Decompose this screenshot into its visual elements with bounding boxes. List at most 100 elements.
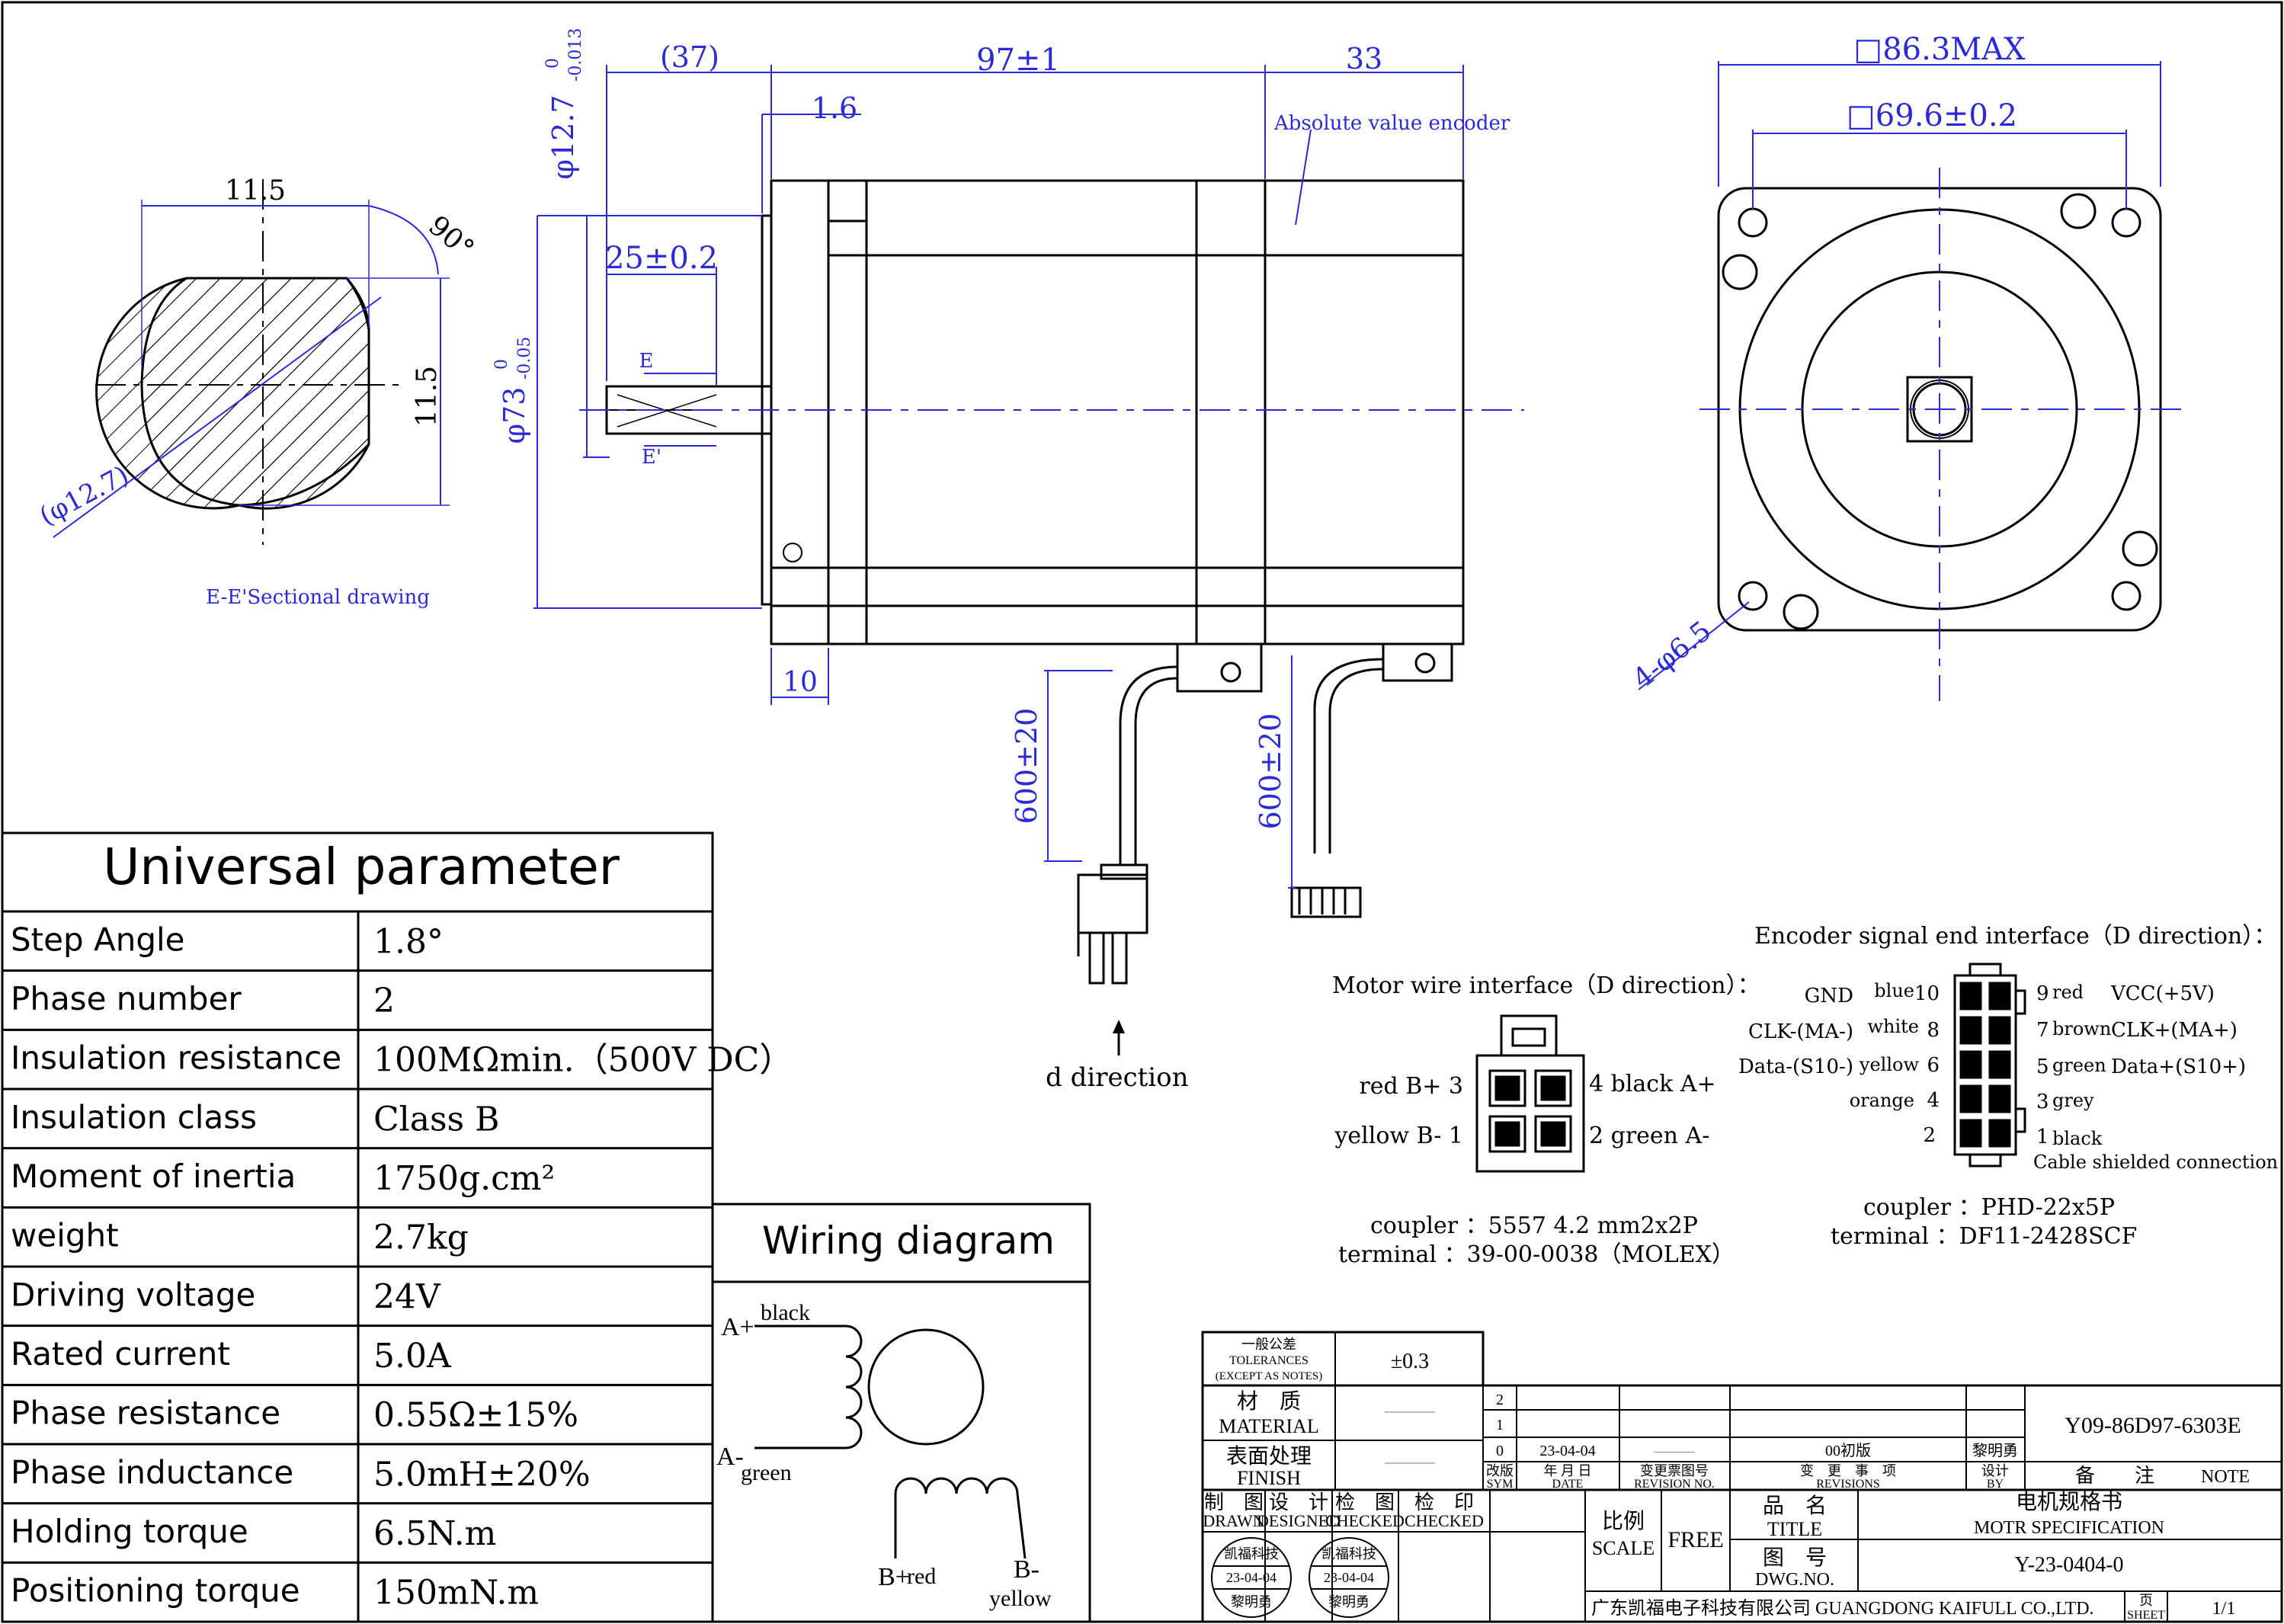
enc-pin-9: 9 — [2036, 982, 2049, 1005]
enc-label-10: GND — [1805, 985, 1853, 1007]
scale-en: SCALE — [1592, 1537, 1655, 1559]
parameter-value: 0.55Ω±15% — [373, 1396, 578, 1435]
enc-pin-2: 2 — [1923, 1124, 1936, 1147]
scale-value: FREE — [1667, 1527, 1723, 1552]
parameter-value: 24V — [373, 1277, 441, 1316]
rev0-text: 00初版 — [1825, 1442, 1871, 1459]
finish-en: FINISH — [1237, 1467, 1301, 1489]
wiring-diagram — [711, 1203, 1091, 1623]
parameter-key: Moment of inertia — [11, 1158, 296, 1195]
title-value-en: MOTR SPECIFICATION — [1974, 1518, 2164, 1538]
dwg-cn: 图 号 — [1763, 1546, 1827, 1570]
rev-head-no: REVISION NO. — [1634, 1478, 1715, 1491]
tol-cn: 一般公差 — [1241, 1337, 1296, 1352]
parameter-value: 6.5N.m — [373, 1514, 496, 1553]
motor-interface-title: Motor wire interface（D direction）： — [1332, 972, 1760, 999]
motor-pin-2: 2 green A- — [1589, 1123, 1709, 1149]
section-dia-dim: (φ12.7) — [34, 460, 133, 531]
stamp-design-date: 23-04-04 — [1324, 1570, 1374, 1585]
section-height-dim: 11.5 — [412, 366, 443, 427]
finish-cn: 表面处理 — [1226, 1444, 1312, 1469]
enc-pin-10: 10 — [1914, 982, 1940, 1005]
stamp-design-co: 凯福科技 — [1321, 1546, 1376, 1562]
parameter-key: weight — [11, 1217, 119, 1254]
parameter-value: 100MΩmin.（500V DC） — [373, 1041, 793, 1080]
parameter-key: Holding torque — [11, 1513, 248, 1550]
parameter-value: 150mN.m — [373, 1574, 539, 1613]
pilot-dia-sub: -0.05 — [515, 337, 534, 380]
parameter-value: 1.8° — [373, 922, 444, 961]
shaft-dia-dim: φ12.7 — [546, 94, 580, 179]
dwg-number: Y-23-0404-0 — [2014, 1553, 2123, 1577]
tol-note: (EXCEPT AS NOTES) — [1216, 1370, 1323, 1382]
shaft-dia-sub: -0.013 — [566, 28, 585, 82]
shaft-length-dim: (37) — [660, 40, 719, 74]
rev-head-sym: SYM — [1487, 1478, 1514, 1491]
title-en: TITLE — [1767, 1518, 1822, 1540]
wire-green: green — [741, 1460, 792, 1485]
enc-pin-3: 3 — [2036, 1091, 2049, 1113]
wiring-title: Wiring diagram — [762, 1219, 1055, 1263]
tol-en: TOLERANCES — [1229, 1354, 1309, 1367]
enc-color-6: yellow — [1859, 1054, 1920, 1075]
encoder-interface-title: Encoder signal end interface（D direction… — [1754, 923, 2276, 950]
drawn-en: DRAWN — [1203, 1511, 1264, 1530]
enc-terminal: terminal ：DF11-2428SCF — [1831, 1223, 2137, 1250]
title-value-cn: 电机规格书 — [2016, 1490, 2122, 1514]
note-cn: 备 注 — [2075, 1465, 2154, 1487]
enc-color-4: orange — [1850, 1090, 1914, 1111]
sheet-en: SHEET — [2127, 1609, 2165, 1622]
parameter-value: 2.7kg — [373, 1219, 469, 1257]
designed-en: DESIGNED — [1257, 1511, 1341, 1530]
side-dims — [533, 65, 1464, 705]
enc-coupler: coupler ：PHD-22x5P — [1863, 1194, 2115, 1221]
motor-terminal: terminal ：39-00-0038（MOLEX） — [1338, 1241, 1735, 1268]
motor-pin-4: 4 black A+ — [1589, 1071, 1716, 1097]
enc-pin-7: 7 — [2036, 1019, 2049, 1042]
motor-pin-1: yellow B- 1 — [1334, 1123, 1463, 1149]
company-name: 广东凯福电子科技有限公司 GUANGDONG KAIFULL CO.,LTD. — [1591, 1598, 2094, 1619]
enc-label-8: CLK-(MA-) — [1748, 1020, 1853, 1043]
parameter-key: Step Angle — [11, 921, 185, 958]
parameter-key: Driving voltage — [11, 1276, 255, 1313]
section-caption: E-E'Sectional drawing — [206, 586, 430, 609]
enc-pin-4: 4 — [1927, 1089, 1940, 1112]
scale-cn: 比例 — [1602, 1509, 1645, 1533]
enc-color-7: brown — [2052, 1018, 2111, 1039]
rev-head-sym-cn: 改版 — [1486, 1463, 1514, 1478]
flange-thickness-dim: 1.6 — [812, 91, 857, 125]
rev-head-by-cn: 设计 — [1981, 1463, 2009, 1478]
flange-width-dim: 10 — [783, 667, 818, 698]
wire-b-plus: B+ — [878, 1563, 910, 1591]
encoder-length-dim: 33 — [1346, 42, 1382, 75]
rev0-no: ——— — [1653, 1443, 1696, 1459]
shaft-dia-sup: 0 — [543, 58, 562, 69]
enc-label-5: Data+(S10+) — [2111, 1055, 2246, 1078]
d-direction-arrowhead — [1113, 1020, 1125, 1033]
rev-head-by: BY — [1987, 1478, 2004, 1491]
title-cn: 品 名 — [1763, 1494, 1827, 1518]
section-mark-e2: E' — [642, 446, 661, 469]
checked2-en: CHECKED — [1405, 1511, 1484, 1530]
rev-sym-0: 0 — [1496, 1443, 1504, 1459]
drawn-cn: 制 图 — [1204, 1491, 1264, 1513]
wire-a-minus: A- — [716, 1443, 744, 1471]
motor-cable — [1077, 642, 1263, 985]
rev-head-date: DATE — [1552, 1478, 1584, 1491]
parameter-value: Class B — [373, 1100, 499, 1139]
enc-label-9: VCC(+5V) — [2110, 982, 2215, 1005]
wire-a-plus: A+ — [721, 1313, 754, 1341]
enc-color-1: black — [2052, 1128, 2103, 1149]
enc-label-7: CLK+(MA+) — [2111, 1019, 2238, 1042]
encoder-cable — [1290, 642, 1453, 918]
rev0-date: 23-04-04 — [1539, 1443, 1595, 1459]
enc-pin-5: 5 — [2036, 1055, 2049, 1078]
parameter-key: Phase number — [11, 980, 242, 1017]
rev-head-no-cn: 变更票图号 — [1640, 1463, 1709, 1478]
encoder-label: Absolute value encoder — [1273, 112, 1510, 135]
part-number: Y09-86D97-6303E — [2065, 1413, 2241, 1438]
parameter-value: 2 — [373, 982, 395, 1020]
stamp-design-name: 黎明勇 — [1328, 1594, 1369, 1610]
